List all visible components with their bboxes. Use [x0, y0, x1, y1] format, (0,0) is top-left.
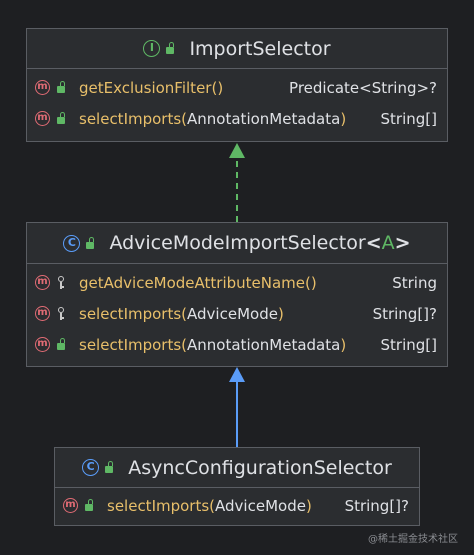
paren-close: ): [305, 497, 312, 515]
class-header: C AsyncConfigurationSelector: [55, 448, 419, 488]
paren-close: ): [310, 274, 317, 292]
public-lock-icon: [57, 338, 66, 351]
paren-open: (: [211, 79, 218, 97]
method-name: getAdviceModeAttributeName: [79, 274, 306, 292]
class-icon: C: [63, 234, 81, 252]
method-name: selectImports: [79, 110, 182, 128]
paren-close: ): [277, 305, 284, 323]
method-params: AdviceMode: [187, 305, 278, 323]
watermark: @稀土掘金技术社区: [368, 534, 458, 545]
paren-open: (: [181, 336, 188, 354]
class-header: C AdviceModeImportSelector<A>: [27, 223, 447, 264]
method-name: selectImports: [79, 305, 182, 323]
return-type: String[]?: [372, 305, 437, 323]
method-name: getExclusionFilter: [79, 79, 212, 97]
method-icon: m: [35, 111, 50, 126]
method-name-row: selectImports(AnnotationMetadata): [79, 336, 346, 354]
protected-key-icon: [57, 307, 65, 320]
type-parameter: A: [381, 232, 395, 254]
class-icon: C: [82, 459, 100, 476]
implements-arrowhead: [229, 143, 245, 158]
method-icon: m: [35, 337, 50, 352]
protected-key-icon: [57, 276, 65, 289]
method-row[interactable]: m selectImports(AdviceMode) String[]?: [55, 491, 419, 522]
paren-open: (: [305, 274, 311, 292]
method-name: selectImports: [79, 336, 182, 354]
paren-close: ): [340, 110, 347, 128]
return-type: String[]: [380, 336, 437, 354]
return-type: String[]: [380, 110, 437, 128]
method-name-row: selectImports(AdviceMode): [79, 305, 284, 323]
class-box-import-selector[interactable]: I ImportSelector m getExclusionFilter() …: [26, 28, 448, 142]
paren-close: ): [217, 79, 224, 97]
method-name: selectImports: [107, 497, 210, 515]
method-params: AdviceMode: [215, 497, 306, 515]
method-row[interactable]: m selectImports(AnnotationMetadata) Stri…: [27, 104, 447, 135]
method-icon: m: [63, 498, 78, 513]
method-name-row: selectImports(AdviceMode): [107, 497, 312, 515]
public-lock-icon: [57, 81, 66, 94]
method-name-row: getExclusionFilter(): [79, 79, 223, 97]
method-icon: m: [35, 306, 50, 321]
interface-icon: I: [143, 40, 161, 57]
return-type: Predicate<String>?: [289, 79, 437, 97]
extends-arrowhead: [229, 367, 245, 382]
method-params: AnnotationMetadata: [187, 110, 341, 128]
angle-open: <: [365, 232, 382, 254]
class-box-advice-mode-import-selector[interactable]: C AdviceModeImportSelector<A> m getAdvic…: [26, 222, 448, 367]
method-row[interactable]: m getAdviceModeAttributeName() String: [27, 268, 447, 299]
method-row[interactable]: m selectImports(AdviceMode) String[]?: [27, 299, 447, 330]
class-name: ImportSelector: [189, 37, 331, 60]
class-box-async-configuration-selector[interactable]: C AsyncConfigurationSelector m selectImp…: [54, 447, 420, 526]
method-icon: m: [35, 275, 50, 290]
public-lock-icon: [166, 42, 175, 55]
return-type: String: [392, 274, 437, 292]
method-row[interactable]: m getExclusionFilter() Predicate<String>…: [27, 73, 447, 104]
paren-open: (: [209, 497, 216, 515]
return-type: String[]?: [344, 497, 409, 515]
public-lock-icon: [105, 461, 114, 474]
angle-close: >: [394, 232, 411, 254]
method-name-row: selectImports(AnnotationMetadata): [79, 110, 346, 128]
public-lock-icon: [85, 499, 94, 512]
method-name-row: getAdviceModeAttributeName(): [79, 274, 317, 292]
paren-open: (: [181, 305, 188, 323]
method-icon: m: [35, 80, 50, 95]
public-lock-icon: [86, 236, 95, 250]
paren-open: (: [181, 110, 188, 128]
class-header: I ImportSelector: [27, 29, 447, 69]
class-name: AdviceModeImportSelector: [109, 232, 366, 254]
public-lock-icon: [57, 112, 66, 125]
class-name: AsyncConfigurationSelector: [128, 456, 392, 479]
paren-close: ): [340, 336, 347, 354]
method-row[interactable]: m selectImports(AnnotationMetadata) Stri…: [27, 330, 447, 361]
method-params: AnnotationMetadata: [187, 336, 341, 354]
